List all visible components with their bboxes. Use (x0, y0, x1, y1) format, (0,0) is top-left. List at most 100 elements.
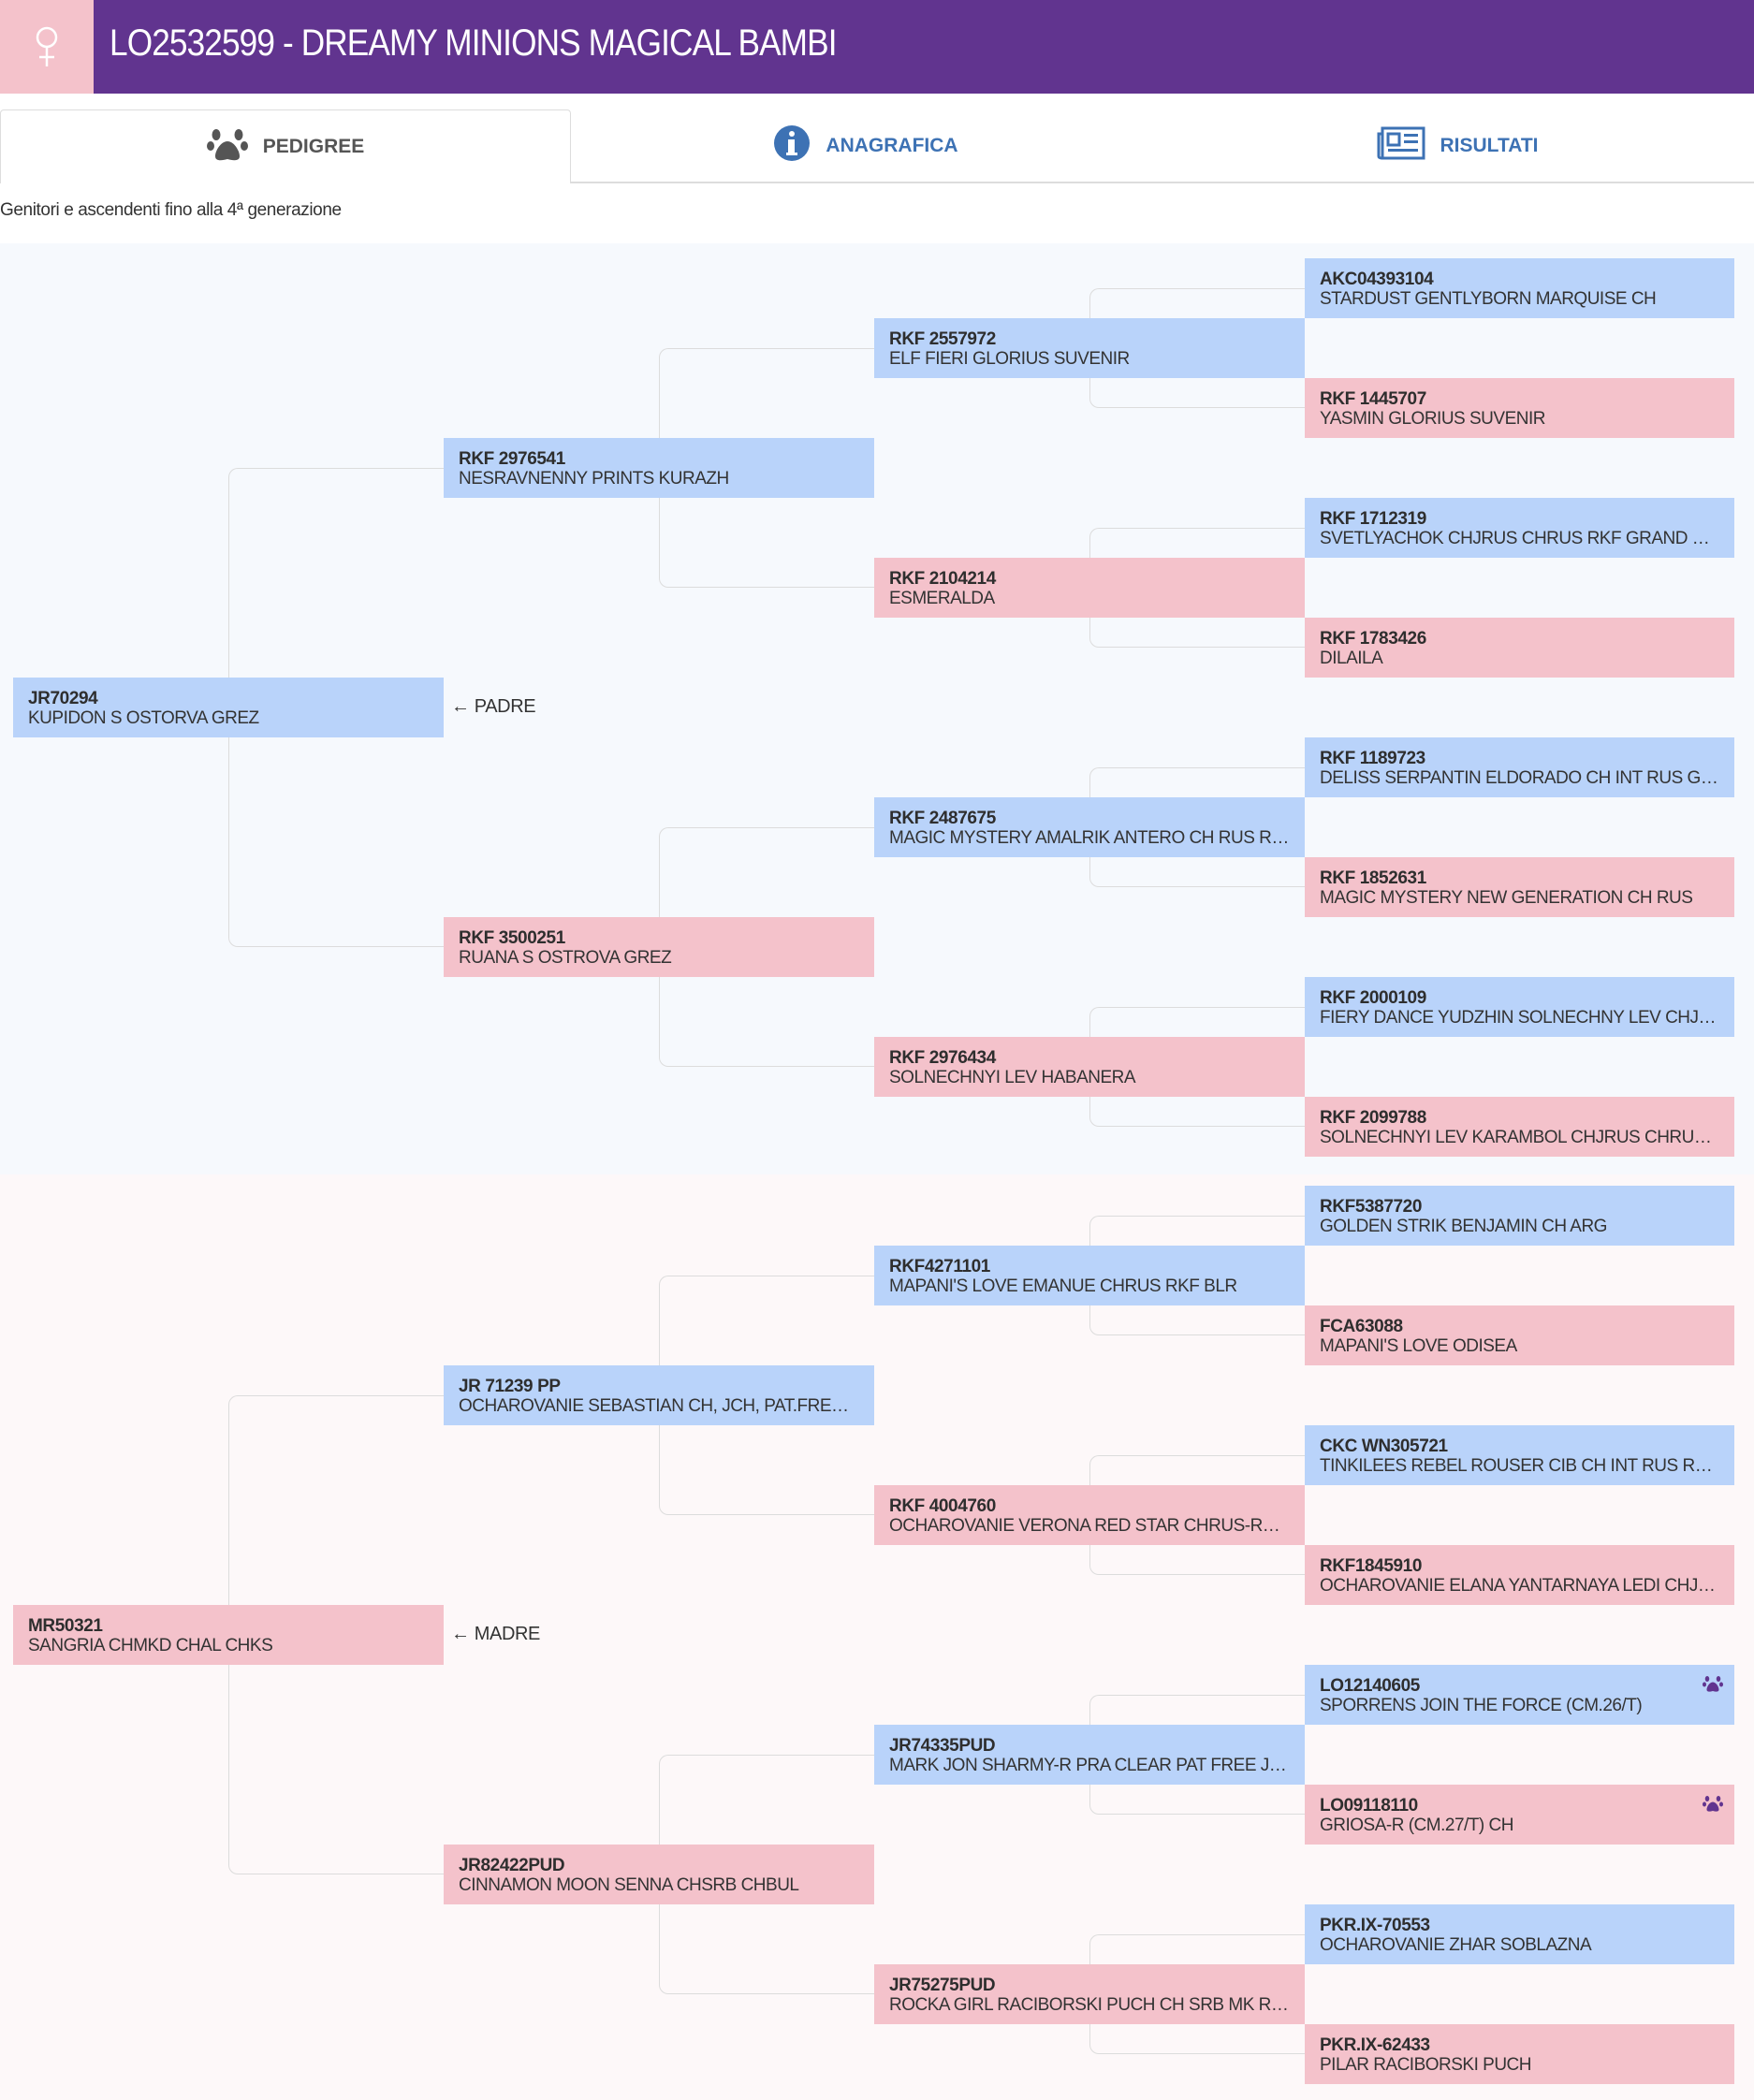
registration-number: JR82422PUD (459, 1856, 565, 1875)
sire-label: ← PADRE (451, 696, 536, 717)
dog-name: SOLNECHNYI LEV KARAMBOL CHJRUS CHRUS … (1320, 1128, 1719, 1147)
registration-number: RKF 2099788 (1320, 1108, 1426, 1128)
dog-name: SPORRENS JOIN THE FORCE (CM.26/T) (1320, 1696, 1643, 1715)
dog-name: OCHAROVANIE ELANA YANTARNAYA LEDI CHJ … (1320, 1576, 1719, 1596)
tab-bar: PEDIGREE ANAGRAFICA RISULTATI (0, 109, 1754, 183)
registration-number: RKF 2976434 (889, 1048, 996, 1068)
registration-number: JR74335PUD (889, 1736, 996, 1756)
info-icon (773, 124, 811, 168)
registration-number: RKF 1852631 (1320, 868, 1426, 888)
registration-number: JR75275PUD (889, 1976, 996, 1995)
registration-number: LO12140605 (1320, 1676, 1420, 1696)
registration-number: RKF 2000109 (1320, 988, 1426, 1008)
registration-number: RKF1845910 (1320, 1556, 1423, 1576)
registration-number: RKF 1445707 (1320, 389, 1426, 409)
registration-number: JR70294 (28, 689, 98, 708)
dog-name: ESMERALDA (889, 589, 995, 608)
tab-label: ANAGRAFICA (826, 134, 958, 156)
page-header: LO2532599 - DREAMY MINIONS MAGICAL BAMBI (0, 0, 1754, 94)
tab-anagrafica[interactable]: ANAGRAFICA (571, 109, 1161, 183)
registration-number: AKC04393104 (1320, 270, 1434, 289)
dog-name: SVETLYACHOK CHJRUS CHRUS RKF GRAND CW (1320, 529, 1719, 548)
dog-name: NESRAVNENNY PRINTS KURAZH (459, 469, 729, 489)
dog-name: DILAILA (1320, 649, 1383, 668)
dog-name: DELISS SERPANTIN ELDORADO CH INT RUS GR… (1320, 768, 1719, 788)
dog-name: MAGIC MYSTERY NEW GENERATION CH RUS (1320, 888, 1693, 908)
dog-name: TINKILEES REBEL ROUSER CIB CH INT RUS RK… (1320, 1456, 1719, 1476)
dog-name: GRIOSA-R (CM.27/T) CH (1320, 1816, 1513, 1835)
dog-name: SOLNECHNYI LEV HABANERA (889, 1068, 1136, 1087)
registration-number: CKC WN305721 (1320, 1436, 1448, 1456)
registration-number: RKF 1783426 (1320, 629, 1426, 649)
tab-label: RISULTATI (1440, 134, 1539, 156)
dog-name: STARDUST GENTLYBORN MARQUISE CH (1320, 289, 1657, 309)
dog-name: MARK JON SHARMY-R PRA CLEAR PAT FREE J… (889, 1756, 1287, 1775)
dog-name: OCHAROVANIE VERONA RED STAR CHRUS-RKF… (889, 1516, 1290, 1536)
tab-pedigree[interactable]: PEDIGREE (0, 109, 571, 183)
dog-name: KUPIDON S OSTORVA GREZ (28, 708, 259, 728)
paw-icon[interactable] (1703, 1674, 1723, 1698)
dog-name: RUANA S OSTROVA GREZ (459, 948, 672, 968)
dog-name: ROCKA GIRL RACIBORSKI PUCH CH SRB MK R… (889, 1995, 1289, 2015)
dog-name: GOLDEN STRIK BENJAMIN CH ARG (1320, 1217, 1607, 1236)
female-icon (0, 0, 94, 94)
paw-icon (206, 125, 248, 168)
registration-number: JR 71239 PP (459, 1377, 561, 1396)
registration-number: RKF 2557972 (889, 329, 996, 349)
registration-number: PKR.IX-62433 (1320, 2035, 1430, 2055)
registration-number: RKF 2104214 (889, 569, 996, 589)
registration-number: RKF 2976541 (459, 449, 565, 469)
dog-name: OCHAROVANIE ZHAR SOBLAZNA (1320, 1935, 1592, 1955)
dog-name: YASMIN GLORIUS SUVENIR (1320, 409, 1545, 429)
tab-label: PEDIGREE (262, 136, 365, 157)
paw-icon[interactable] (1703, 1794, 1723, 1817)
tab-risultati[interactable]: RISULTATI (1161, 109, 1754, 183)
registration-number: LO09118110 (1320, 1796, 1418, 1816)
dog-name: FIERY DANCE YUDZHIN SOLNECHNY LEV CHJR… (1320, 1008, 1719, 1028)
dog-name: SANGRIA CHMKD CHAL CHKS (28, 1636, 273, 1655)
dog-name: OCHAROVANIE SEBASTIAN CH, JCH, PAT.FREE,… (459, 1396, 859, 1416)
dog-name: PILAR RACIBORSKI PUCH (1320, 2055, 1532, 2075)
newspaper-icon (1377, 126, 1425, 166)
registration-number: RKF4271101 (889, 1257, 990, 1276)
dog-name: CINNAMON MOON SENNA CHSRB CHBUL (459, 1875, 799, 1895)
registration-number: RKF 1189723 (1320, 749, 1425, 768)
registration-number: PKR.IX-70553 (1320, 1916, 1430, 1935)
registration-number: RKF 1712319 (1320, 509, 1426, 529)
page-title: LO2532599 - DREAMY MINIONS MAGICAL BAMBI (110, 22, 838, 64)
dam-label: ← MADRE (451, 1624, 540, 1644)
registration-number: FCA63088 (1320, 1317, 1403, 1336)
dog-name: MAGIC MYSTERY AMALRIK ANTERO CH RUS R… (889, 828, 1289, 848)
registration-number: RKF 2487675 (889, 809, 996, 828)
